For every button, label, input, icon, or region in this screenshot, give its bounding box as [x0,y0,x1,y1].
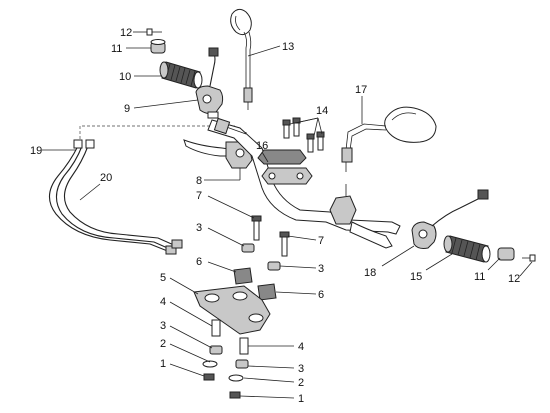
callout-17: 17 [355,84,367,96]
callout-8: 8 [196,175,202,187]
callout-3-lower-right: 3 [298,363,304,375]
bar-end-screw-right [522,254,536,262]
callout-2-right: 2 [298,377,304,389]
top-triple-clamp [193,285,271,335]
callout-13: 13 [282,41,294,53]
callout-7-right: 7 [318,235,324,247]
callout-2-left: 2 [160,338,166,350]
leader-lines [42,31,533,399]
right-switch-housing [411,189,489,249]
callout-1-left: 1 [160,358,166,370]
right-mirror [341,106,437,172]
callout-3-lower-left: 3 [160,320,166,332]
callout-11-right: 11 [474,271,485,283]
callout-18: 18 [364,267,376,279]
callout-labels: 12 11 10 9 13 14 17 16 19 20 8 7 3 7 6 3… [30,27,520,405]
callout-5: 5 [160,272,166,284]
right-grip [443,235,491,263]
callout-14: 14 [316,105,328,117]
riser-bushings [233,243,281,301]
left-mirror [230,8,253,110]
callout-3-upper-right: 3 [318,263,324,275]
callout-10: 10 [119,71,131,83]
callout-12-right: 12 [508,273,520,285]
callout-3-upper-left: 3 [196,222,202,234]
control-cables [48,126,183,255]
callout-4-left: 4 [160,296,166,308]
callout-6-left: 6 [196,256,202,268]
handlebar [207,117,401,235]
left-grip-group [82,28,236,127]
clamp-bolts [282,117,325,153]
handlebar-clamp [257,149,313,185]
callout-4-right: 4 [298,341,304,353]
bar-end-screw-left [146,28,162,36]
callout-11-top: 11 [111,43,122,55]
callout-19: 19 [30,145,42,157]
callout-20: 20 [100,172,112,184]
callout-9: 9 [124,103,130,115]
callout-7-left: 7 [196,190,202,202]
lower-spacers [202,319,249,399]
callout-15: 15 [410,271,422,283]
callout-6-right: 6 [318,289,324,301]
callout-12-top: 12 [120,27,132,39]
right-lever-assembly [329,184,393,249]
bar-end-weight-left [150,39,166,54]
riser-bolts [251,215,290,257]
left-grip [159,61,203,89]
callout-1-right: 1 [298,393,304,405]
left-switch-housing [195,47,224,119]
bar-end-weight-right [497,247,515,261]
callout-16: 16 [256,140,268,152]
